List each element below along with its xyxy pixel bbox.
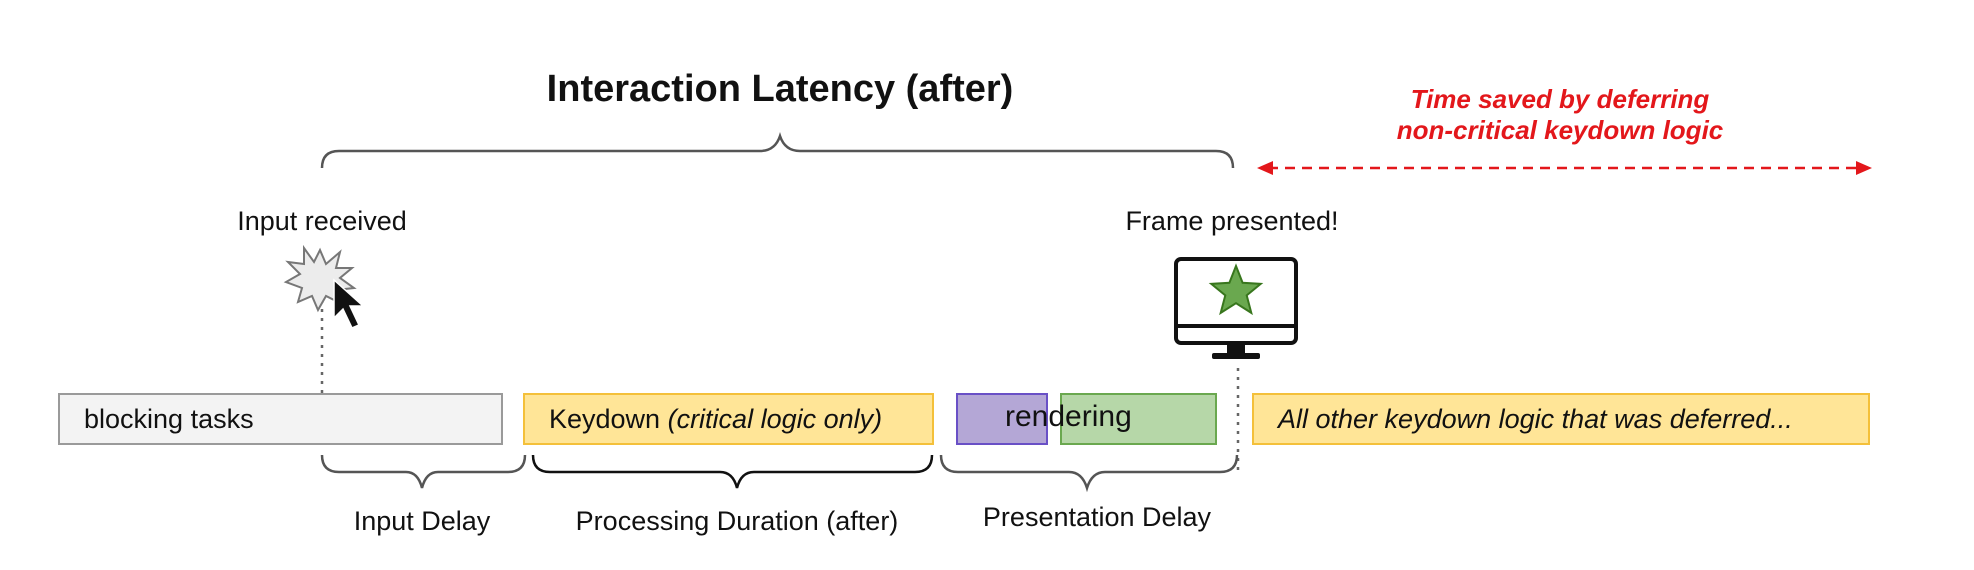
monitor-icon [1174, 257, 1298, 359]
frame-presented-label: Frame presented! [1125, 206, 1339, 236]
input-delay-brace [320, 454, 527, 489]
star-icon [1208, 263, 1264, 316]
interaction-latency-brace [320, 132, 1235, 169]
rendering-purple-segment [956, 393, 1048, 445]
keydown-note: (critical logic only) [667, 403, 883, 434]
presentation-delay-label: Presentation Delay [982, 502, 1212, 532]
blocking-tasks-bar: blocking tasks [58, 393, 503, 445]
processing-duration-label: Processing Duration (after) [575, 506, 899, 536]
rendering-green-segment [1060, 393, 1217, 445]
deferred-keydown-label: All other keydown logic that was deferre… [1278, 403, 1793, 434]
diagram-title: Interaction Latency (after) [546, 68, 1014, 110]
time-saved-arrow [1257, 161, 1872, 175]
processing-duration-brace [531, 454, 934, 489]
keydown-label: Keydown [549, 403, 668, 434]
input-delay-label: Input Delay [353, 506, 491, 536]
cursor-icon [333, 278, 365, 329]
blocking-tasks-label: blocking tasks [84, 403, 254, 434]
rendering-label: rendering [1005, 400, 1132, 433]
time-saved-line-1: Time saved by deferring [1410, 84, 1710, 114]
time-saved-line-2: non-critical keydown logic [1396, 115, 1724, 145]
time-saved-label: Time saved by deferring non-critical key… [1330, 84, 1790, 146]
keydown-critical-bar: Keydown (critical logic only) [523, 393, 934, 445]
input-received-label: Input received [237, 206, 407, 236]
presentation-delay-brace [939, 454, 1239, 493]
deferred-keydown-bar: All other keydown logic that was deferre… [1252, 393, 1870, 445]
